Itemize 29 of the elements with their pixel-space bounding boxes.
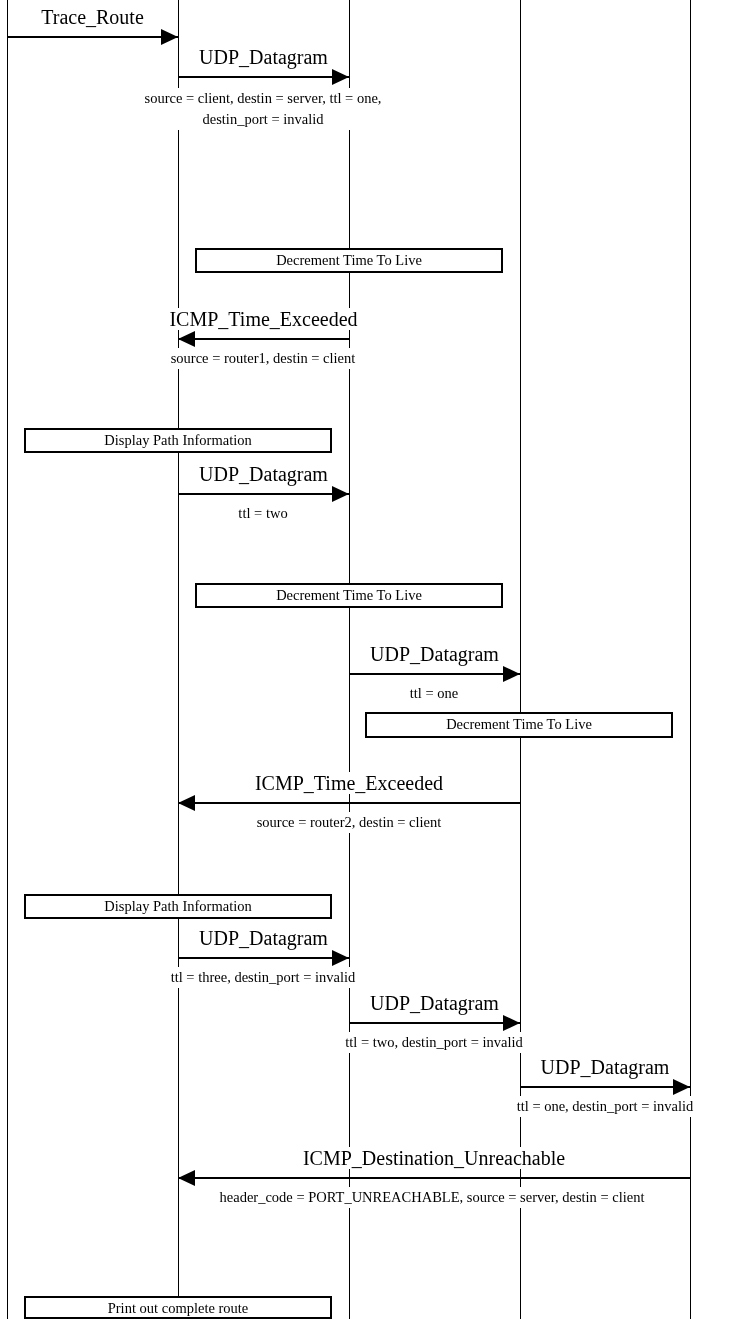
parameter-text: source = router1, destin = client [170,348,356,369]
message-arrow [519,1079,691,1095]
lifeline [520,0,521,1319]
activity-box: Print out complete route [24,1296,332,1319]
parameter-text: ttl = three, destin_port = invalid [170,967,356,988]
message-arrow [348,666,521,682]
activity-box: Display Path Information [24,428,332,453]
message-arrow [177,795,521,811]
message-arrow [177,69,350,85]
lifeline [690,0,691,1319]
activity-box: Decrement Time To Live [195,583,503,608]
message-arrow [177,331,350,347]
lifeline [7,0,8,1319]
parameter-text: ttl = one, destin_port = invalid [516,1096,694,1117]
message-label: ICMP_Time_Exceeded [253,772,445,794]
message-arrow [348,1015,521,1031]
parameter-text: ttl = two, destin_port = invalid [345,1032,523,1053]
parameter-text: header_code = PORT_UNREACHABLE, source = server, destin = client [219,1187,645,1208]
activity-box: Decrement Time To Live [365,712,673,738]
message-arrow [6,29,179,45]
parameter-text: source = router2, destin = client [256,812,442,833]
message-arrow [177,486,350,502]
message-label: ICMP_Time_Exceeded [168,308,359,330]
activity-box: Decrement Time To Live [195,248,503,273]
message-label: ICMP_Destination_Unreachable [301,1147,567,1169]
message-arrow [177,950,350,966]
message-arrow [177,1170,691,1186]
activity-box: Display Path Information [24,894,332,919]
lifeline [178,0,179,1296]
